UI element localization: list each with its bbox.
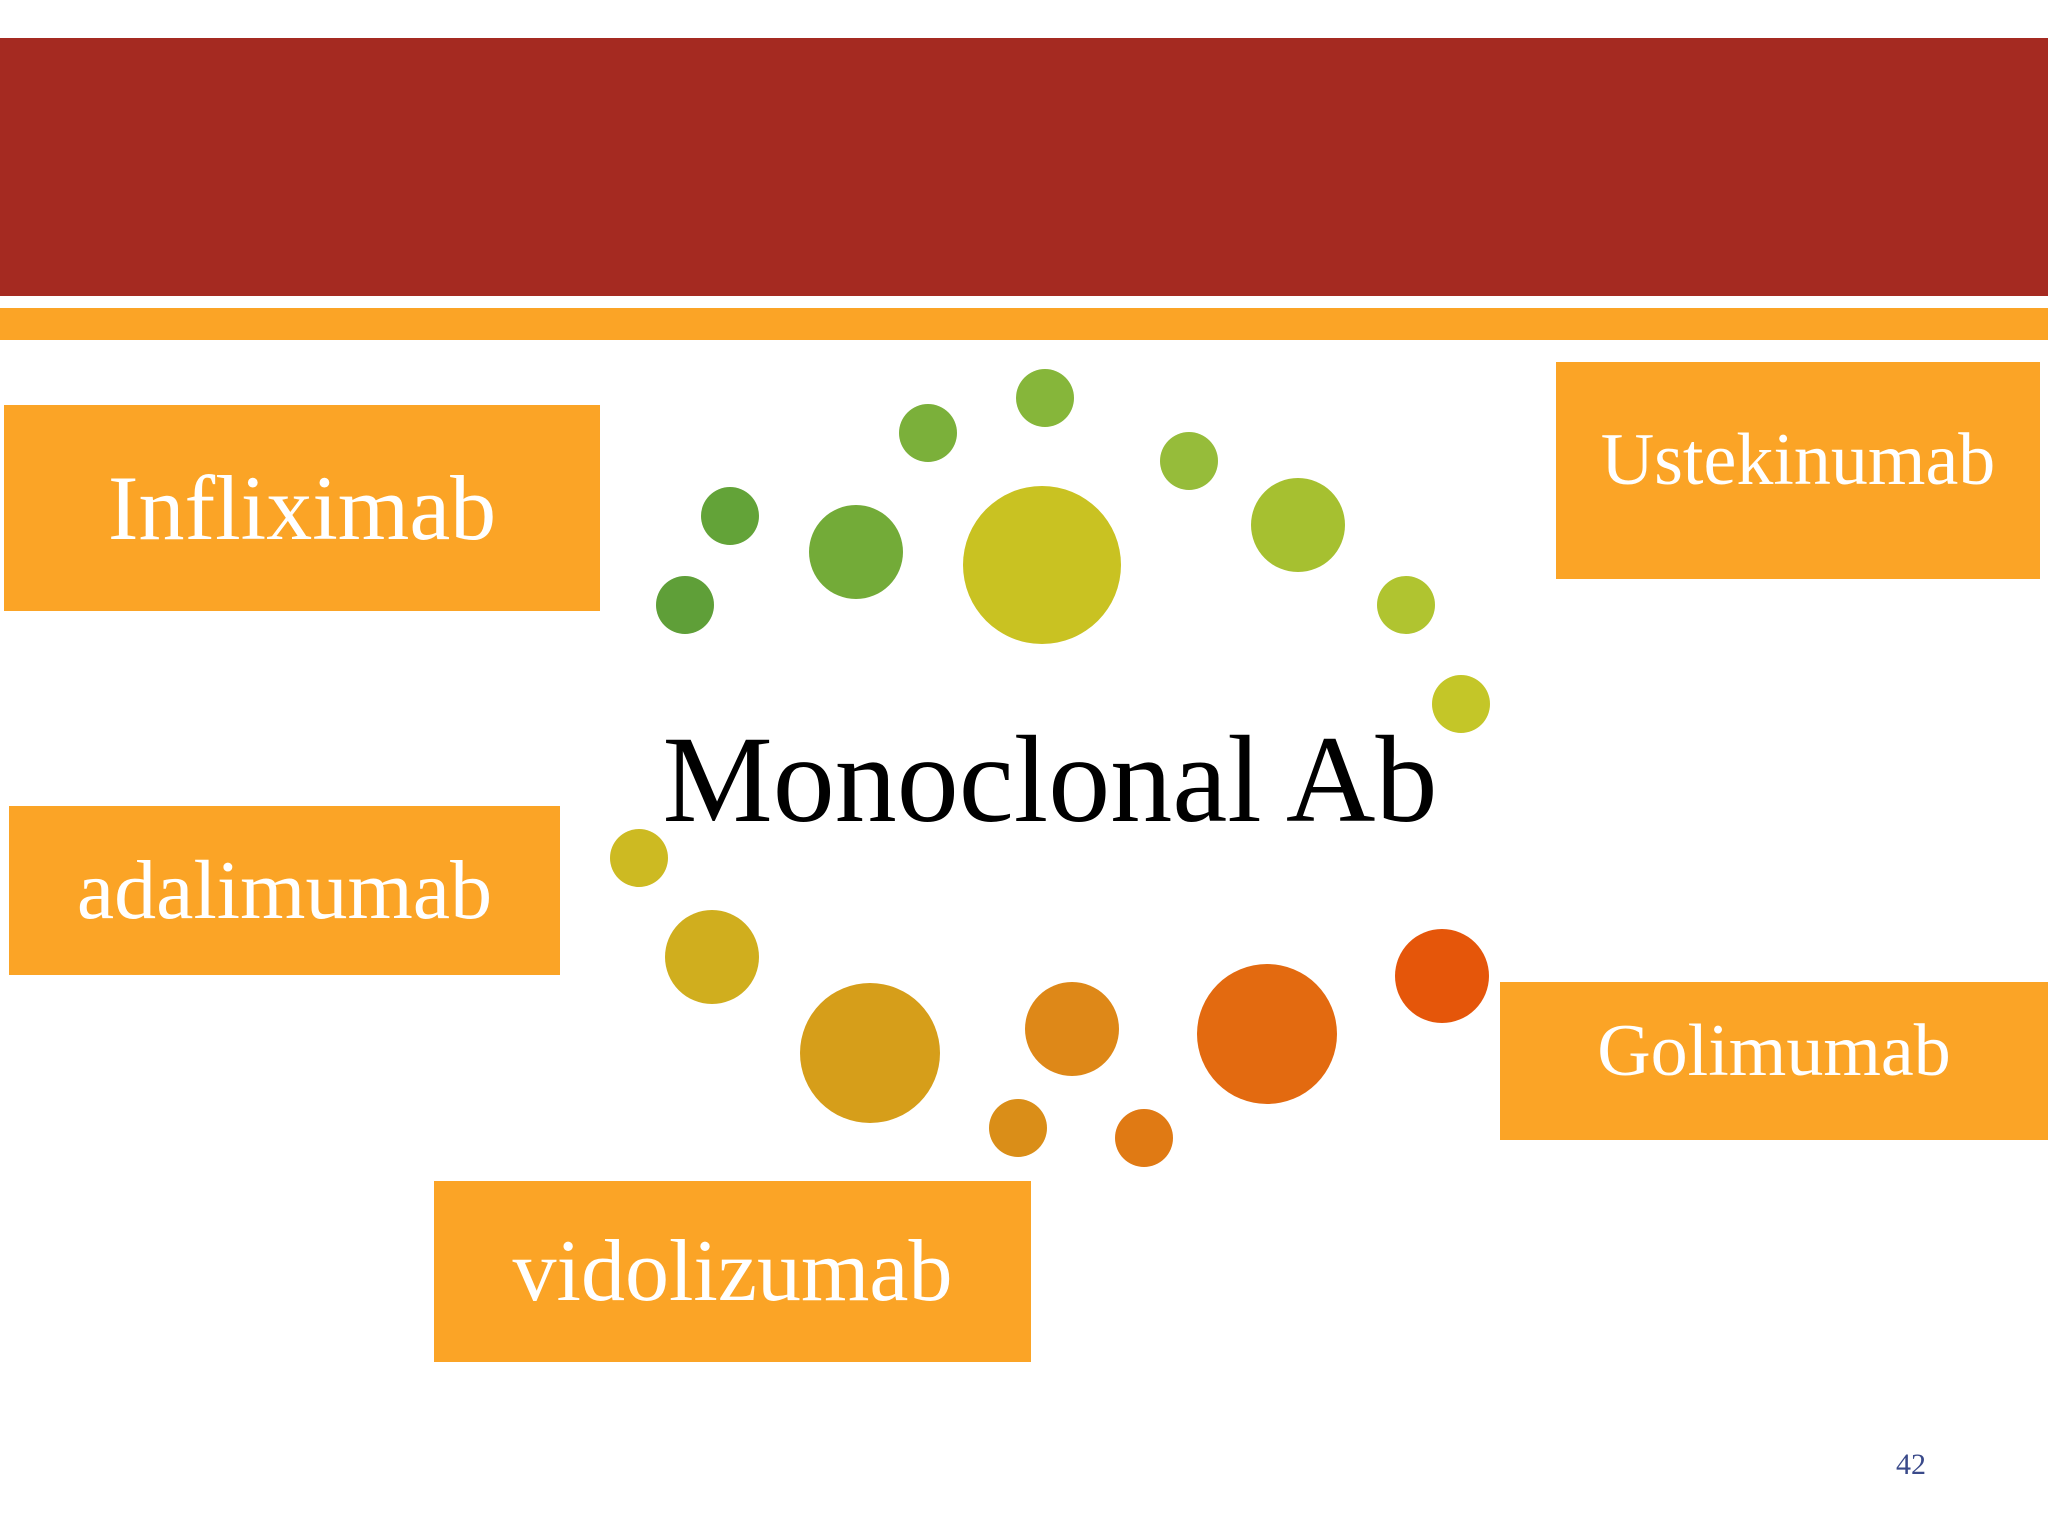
dot bbox=[899, 404, 957, 462]
dot bbox=[701, 487, 759, 545]
dot bbox=[665, 910, 759, 1004]
dot bbox=[1432, 675, 1490, 733]
dot bbox=[809, 505, 903, 599]
drug-box-ustekinumab: Ustekinumab bbox=[1556, 362, 2040, 579]
dot bbox=[1197, 964, 1337, 1104]
drug-box-golimumab: Golimumab bbox=[1500, 982, 2048, 1140]
dot bbox=[1251, 478, 1345, 572]
dot bbox=[1377, 576, 1435, 634]
drug-label: adalimumab bbox=[76, 844, 493, 937]
dot bbox=[989, 1099, 1047, 1157]
drug-label: Infliximab bbox=[107, 457, 497, 559]
drug-box-infliximab: Infliximab bbox=[4, 405, 600, 611]
dot bbox=[1160, 432, 1218, 490]
header-bar bbox=[0, 38, 2048, 296]
drug-label: Golimumab bbox=[1597, 1009, 1951, 1092]
drug-box-adalimumab: adalimumab bbox=[9, 806, 560, 975]
page-number: 42 bbox=[1896, 1448, 1926, 1481]
dot bbox=[963, 486, 1121, 644]
dot bbox=[1115, 1109, 1173, 1167]
dot bbox=[610, 829, 668, 887]
drug-label: Ustekinumab bbox=[1600, 419, 1996, 501]
center-title: Monoclonal Ab bbox=[662, 711, 1438, 848]
dot bbox=[800, 983, 940, 1123]
dot bbox=[1016, 369, 1074, 427]
drug-box-vidolizumab: vidolizumab bbox=[434, 1181, 1031, 1362]
dot bbox=[656, 576, 714, 634]
dot bbox=[1395, 929, 1489, 1023]
accent-bar bbox=[0, 308, 2048, 340]
drug-label: vidolizumab bbox=[512, 1223, 953, 1320]
dot bbox=[1025, 982, 1119, 1076]
